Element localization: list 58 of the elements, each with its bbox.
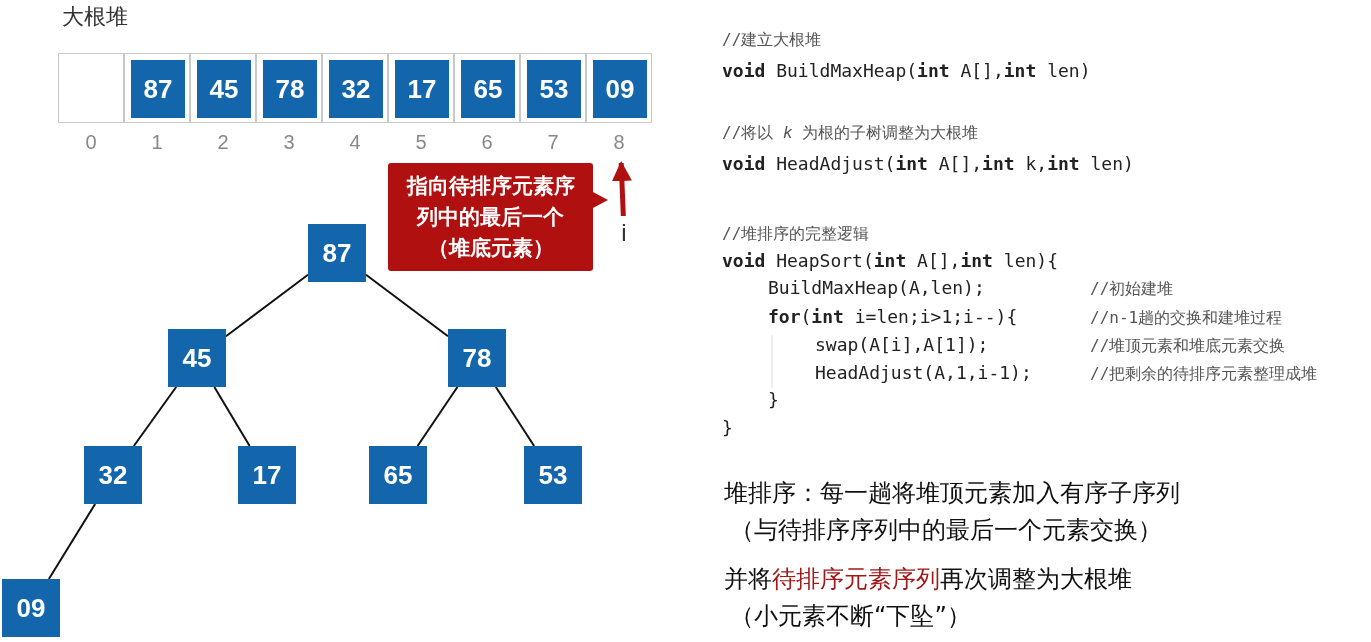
tree-line [225, 273, 309, 338]
tree-line [132, 386, 178, 447]
index-number: 4 [348, 131, 362, 154]
tree-node: 53 [524, 446, 582, 504]
code-comment: //将以 k 为根的子树调整为大根堆 [722, 123, 979, 144]
code-comment: //初始建堆 [1090, 279, 1174, 300]
code-line: for(int i=len;i>1;i--){ [768, 306, 1018, 327]
index-number: 3 [282, 131, 296, 154]
code-line: } [768, 389, 779, 410]
index-number: 1 [150, 131, 164, 154]
index-number: 0 [84, 131, 98, 154]
summary-text: 再次调整为大根堆 [940, 564, 1132, 595]
tree-line [365, 273, 449, 338]
code-line: swap(A[i],A[1]); [815, 334, 989, 355]
tree-node: 78 [448, 329, 506, 387]
tree-node: 09 [2, 579, 60, 637]
title: 大根堆 [62, 3, 128, 31]
value-box: 53 [527, 60, 581, 118]
tree-line [213, 386, 251, 447]
value-box: 17 [395, 60, 449, 118]
index-number: 7 [546, 131, 560, 154]
highlighted-text: 待排序元素序列 [772, 564, 940, 595]
tree-line [47, 503, 97, 580]
index-number: 6 [480, 131, 494, 154]
index-number: 2 [216, 131, 230, 154]
callout-box: 指向待排序元素序列中的最后一个（堆底元素） [388, 163, 610, 271]
code-line: void HeapSort(int A[],int len){ [722, 250, 1058, 271]
pointer-label: i [612, 216, 636, 250]
index-number: 5 [414, 131, 428, 154]
arrow [611, 161, 632, 217]
code-line: void HeadAdjust(int A[],int k,int len) [722, 153, 1134, 174]
summary-text: （小元素不断“下坠”） [730, 601, 971, 632]
value-box: 45 [197, 60, 251, 118]
tree-line [416, 386, 459, 447]
code-comment: //建立大根堆 [722, 30, 822, 51]
tree-node: 17 [238, 446, 296, 504]
code-line: } [722, 417, 733, 438]
code-line: void BuildMaxHeap(int A[],int len) [722, 60, 1091, 81]
tree-node: 65 [369, 446, 427, 504]
tree-node: 32 [84, 446, 142, 504]
summary-text: 堆排序：每一趟将堆顶元素加入有序子序列 [724, 478, 1180, 509]
code-comment: //n-1趟的交换和建堆过程 [1090, 308, 1283, 329]
value-box: 32 [329, 60, 383, 118]
tree-node: 45 [168, 329, 226, 387]
summary-text: （与待排序序列中的最后一个元素交换） [730, 515, 1162, 546]
code-comment: //堆顶元素和堆底元素交换 [1090, 336, 1286, 357]
value-box: 65 [461, 60, 515, 118]
code-line: HeadAdjust(A,1,i-1); [815, 362, 1032, 383]
value-box: 78 [263, 60, 317, 118]
code-comment: //把剩余的待排序元素整理成堆 [1090, 364, 1318, 385]
index-number: 8 [612, 131, 626, 154]
tree-line [494, 386, 536, 447]
code-line: BuildMaxHeap(A,len); [768, 277, 985, 298]
tree-node: 87 [308, 224, 366, 282]
value-box: 09 [593, 60, 647, 118]
code-comment: //堆排序的完整逻辑 [722, 224, 870, 245]
summary-text: 并将 [724, 564, 772, 595]
value-box: 87 [131, 60, 185, 118]
